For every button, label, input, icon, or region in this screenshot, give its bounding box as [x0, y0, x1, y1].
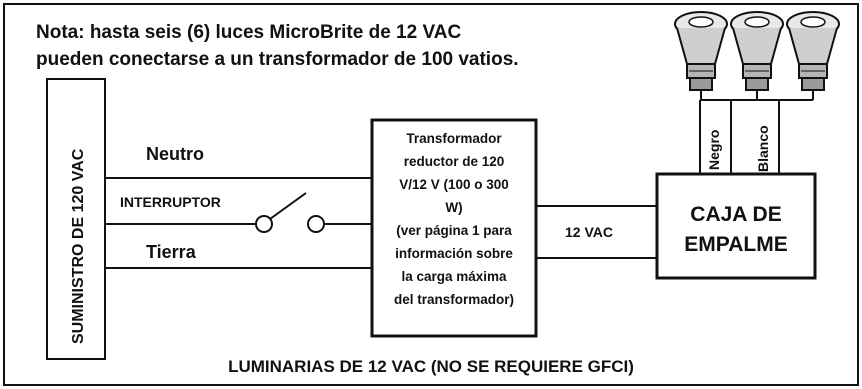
footer-caption: LUMINARIAS DE 12 VAC (NO SE REQUIERE GFC… — [228, 357, 634, 376]
transformer-line-1: Transformador — [406, 131, 502, 146]
junction-box-line-1: CAJA DE — [690, 203, 781, 226]
light-fixture-icon — [730, 11, 784, 91]
junction-box — [655, 172, 817, 280]
transformer-text: Transformador reductor de 120 V/12 V (10… — [394, 131, 514, 307]
supply-label: SUMINISTRO DE 120 VAC — [70, 148, 87, 344]
switch-lever — [269, 192, 307, 220]
supply-box — [46, 78, 106, 360]
light-fixture-icon — [786, 11, 840, 91]
switch-contact-right — [307, 215, 325, 233]
note-line-1: Nota: hasta seis (6) luces MicroBrite de… — [36, 22, 461, 43]
transformer-line-2: reductor de 120 — [404, 154, 505, 169]
black-wire-label: Negro — [706, 130, 722, 170]
transformer-line-4: W) — [445, 200, 462, 215]
transformer-line-8: del transformador) — [394, 292, 514, 307]
transformer-line-6: información sobre — [395, 246, 513, 261]
light-fixture-icon — [674, 11, 728, 91]
switch-contact-left — [255, 215, 273, 233]
neutral-label: Neutro — [146, 144, 204, 164]
junction-box-line-2: EMPALME — [684, 233, 787, 256]
switch-label: INTERRUPTOR — [120, 194, 221, 210]
low-voltage-label: 12 VAC — [565, 224, 613, 240]
note-line-2: pueden conectarse a un transformador de … — [36, 49, 519, 70]
white-wire-label: Blanco — [755, 125, 771, 172]
transformer-box — [370, 118, 538, 338]
transformer-line-3: V/12 V (100 o 300 — [399, 177, 509, 192]
outer-border — [3, 3, 859, 386]
transformer-line-5: (ver página 1 para — [396, 223, 512, 238]
transformer-line-7: la carga máxima — [401, 269, 507, 284]
ground-label: Tierra — [146, 242, 197, 262]
